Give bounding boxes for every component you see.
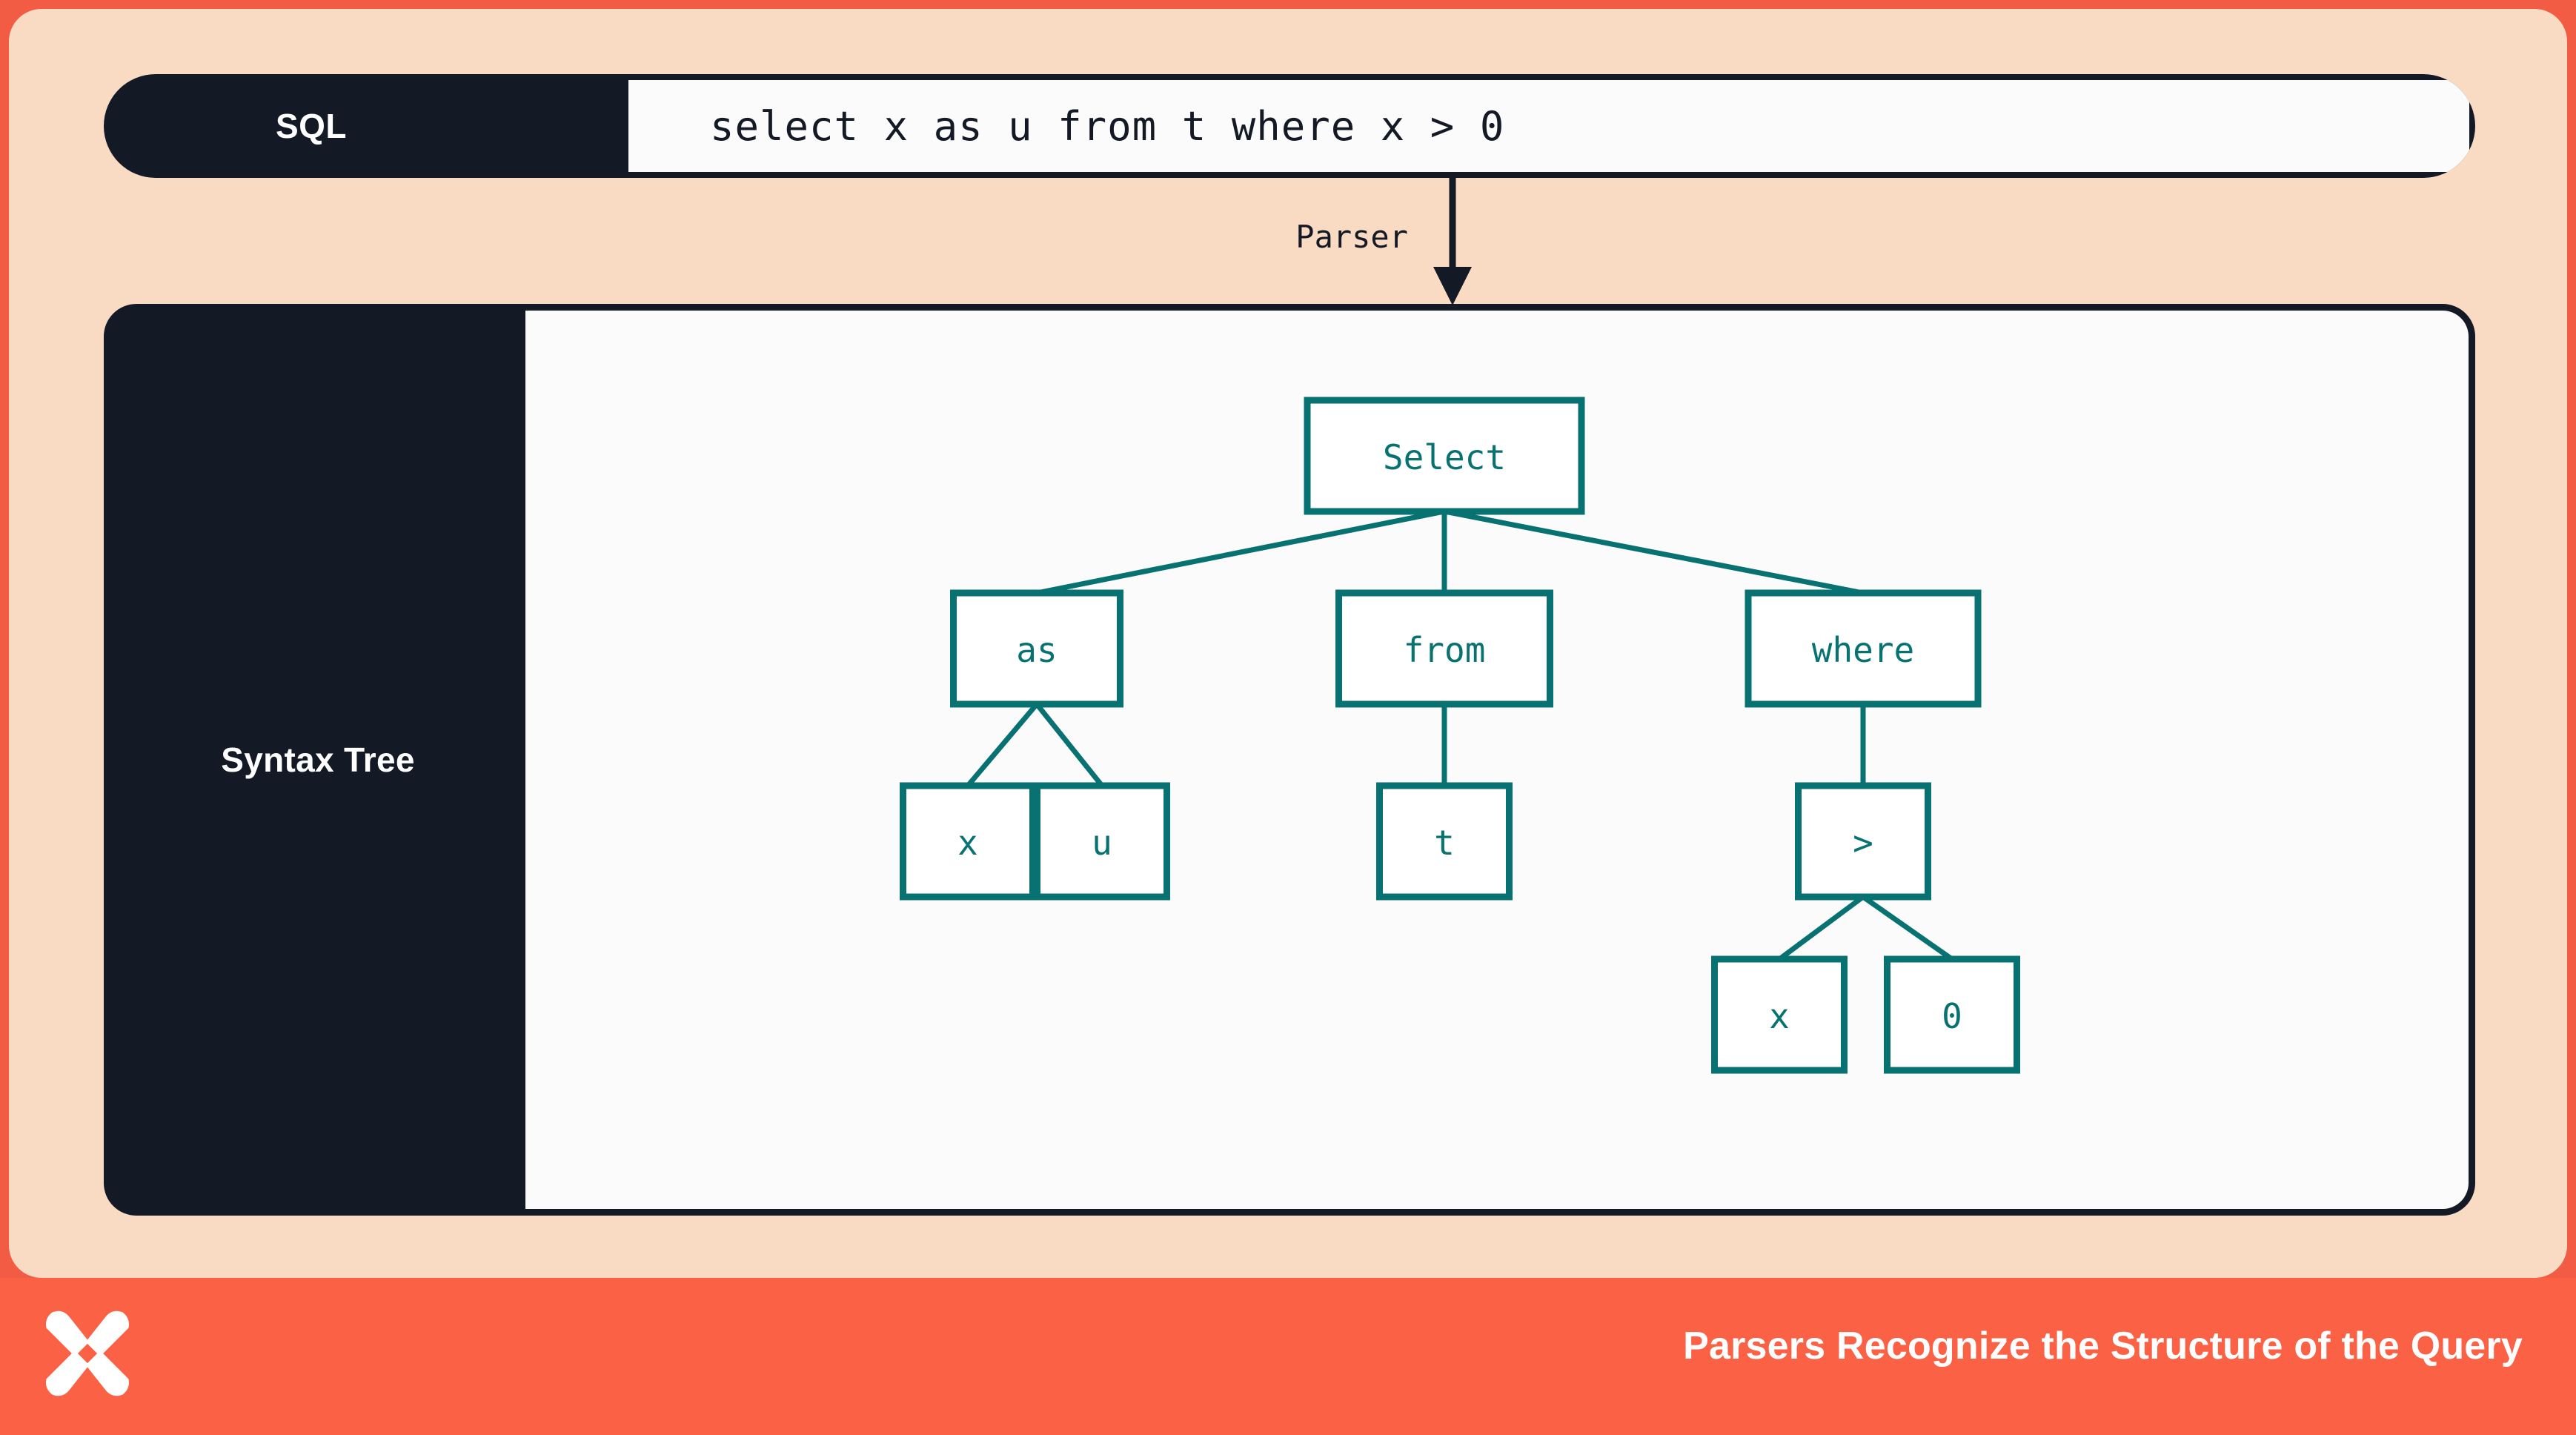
tree-edge <box>1777 895 1865 961</box>
tree-node-label: x <box>1769 996 1790 1036</box>
tree-node-box <box>1711 955 1848 1074</box>
tree-node-x2[interactable]: x <box>1711 955 1848 1074</box>
tree-edge <box>1861 895 1954 961</box>
tree-node-t[interactable]: t <box>1376 782 1513 901</box>
tree-node-label: Select <box>1383 437 1506 477</box>
sql-input-row: SQL select x as u from t where x > 0 <box>104 74 2475 178</box>
tree-node-label: as <box>1016 630 1057 670</box>
tree-node-from[interactable]: from <box>1335 589 1553 708</box>
tree-node-label: > <box>1853 823 1873 863</box>
tree-node-label: x <box>957 823 978 863</box>
tree-node-box <box>1795 782 1931 901</box>
tree-node-box <box>1335 589 1553 708</box>
footer-tagline: Parsers Recognize the Structure of the Q… <box>1683 1325 2523 1368</box>
sql-row-label: SQL <box>275 107 348 145</box>
tree-node-label: where <box>1812 630 1914 670</box>
tree-node-box <box>1376 782 1513 901</box>
tree-node-gt[interactable]: > <box>1795 782 1931 901</box>
tree-node-label: t <box>1434 823 1455 863</box>
syntax-tree-sidebar: Syntax Tree <box>110 311 525 1209</box>
tree-node-zero[interactable]: 0 <box>1884 955 2020 1074</box>
syntax-tree-graph: Select as from where x u t > x 0 <box>900 397 2020 1074</box>
tree-node-where[interactable]: where <box>1745 589 1982 708</box>
tree-node-box <box>1884 955 2020 1074</box>
syntax-tree-label: Syntax Tree <box>221 740 415 779</box>
tree-node-select[interactable]: Select <box>1304 397 1585 515</box>
x-mark-logo-icon <box>46 1310 129 1396</box>
tree-node-group: Select as from where x u t > x 0 <box>900 397 2020 1074</box>
tree-edge <box>1444 508 1864 596</box>
tree-node-as[interactable]: as <box>950 589 1123 708</box>
tree-node-label: from <box>1404 630 1486 670</box>
tree-edge <box>1035 702 1104 788</box>
tree-node-u[interactable]: u <box>1034 782 1170 901</box>
sql-query-field[interactable]: select x as u from t where x > 0 <box>628 80 2469 172</box>
tree-node-label: u <box>1092 823 1112 863</box>
tree-node-label: 0 <box>1942 996 1962 1036</box>
syntax-tree-panel: Syntax Tree Select as from where x u t > x 0 <box>104 304 2475 1216</box>
tree-node-x1[interactable]: x <box>900 782 1036 901</box>
tree-node-box <box>950 589 1123 708</box>
tree-edge <box>966 702 1039 788</box>
tree-node-box <box>1034 782 1170 901</box>
parser-arrow-label: Parser <box>1295 219 1408 255</box>
parser-arrow-icon <box>1433 178 1472 305</box>
sql-query-text: select x as u from t where x > 0 <box>710 102 1505 150</box>
tree-node-box <box>900 782 1036 901</box>
footer-bar: Parsers Recognize the Structure of the Q… <box>0 1278 2576 1435</box>
tree-node-box <box>1745 589 1982 708</box>
tree-edge-group <box>966 508 1954 961</box>
syntax-tree-canvas: Select as from where x u t > x 0 <box>525 311 2469 1209</box>
tree-edge <box>1036 508 1445 596</box>
tree-node-box <box>1304 397 1585 515</box>
